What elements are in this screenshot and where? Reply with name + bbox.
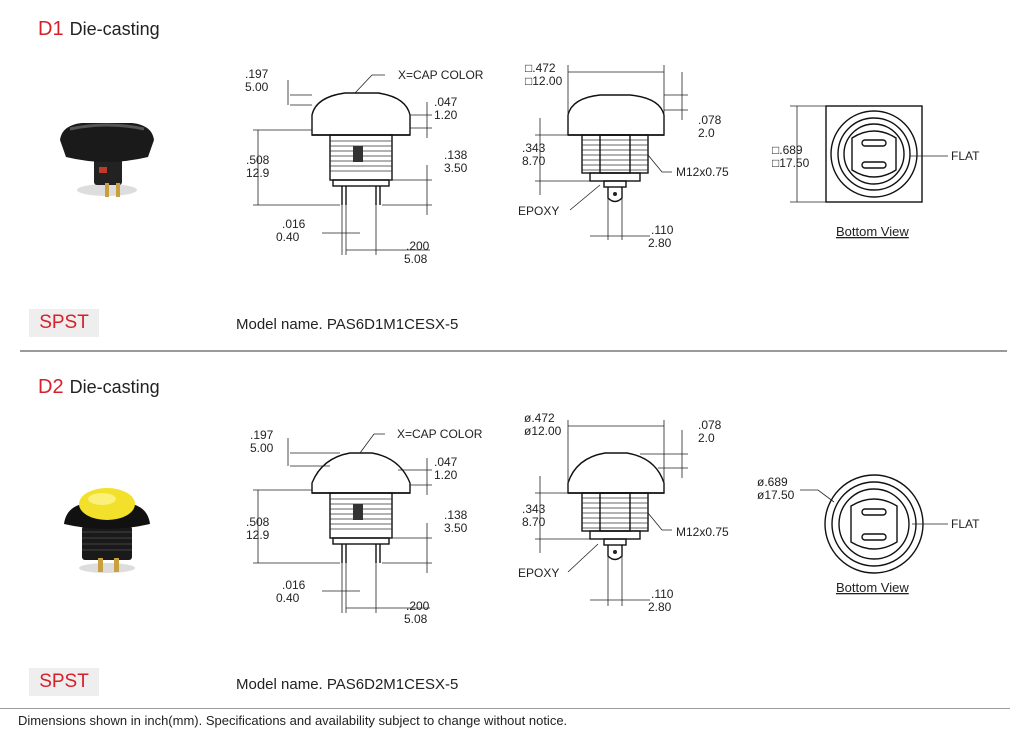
pitch-mm: 5.08 xyxy=(404,252,428,266)
pitch-mm: 5.08 xyxy=(404,612,428,626)
front-width-in: ø.472 xyxy=(524,411,555,425)
dimension-drawings-d2: .197 5.00 X=CAP COLOR .047 1.20 .508 12.… xyxy=(246,411,980,626)
pitch-in: .200 xyxy=(406,239,430,253)
thread-label: M12x0.75 xyxy=(676,165,729,179)
bottom-view xyxy=(790,105,948,203)
pitch-in: .200 xyxy=(406,599,430,613)
product-photo-d2 xyxy=(64,488,150,573)
epoxy-label: EPOXY xyxy=(518,566,559,580)
term-in: .138 xyxy=(444,508,468,522)
thread-label: M12x0.75 xyxy=(676,525,729,539)
front-top-in: .078 xyxy=(698,113,722,127)
side-height-in: .197 xyxy=(245,67,269,81)
circuit-badge: SPST xyxy=(29,668,99,696)
front-height-mm: 8.70 xyxy=(522,154,546,168)
front-width-mm: ø12.00 xyxy=(524,424,562,438)
front-width-in: □.472 xyxy=(525,61,556,75)
footer-note: Dimensions shown in inch(mm). Specificat… xyxy=(18,713,568,728)
pin-mm: 0.40 xyxy=(276,591,300,605)
section-name: Die-casting xyxy=(69,19,160,39)
section-code: D2 xyxy=(38,376,64,398)
section-divider xyxy=(20,350,1007,352)
cap-in: .047 xyxy=(434,455,458,469)
cap-in: .047 xyxy=(434,95,458,109)
bottom-view-caption: Bottom View xyxy=(836,580,909,595)
tab-mm: 2.80 xyxy=(648,600,672,614)
term-in: .138 xyxy=(444,148,468,162)
product-photo-d1 xyxy=(60,123,154,197)
cap-color-label: X=CAP COLOR xyxy=(398,68,484,82)
bottom-size-in: ø.689 xyxy=(757,475,788,489)
section-code: D1 xyxy=(38,18,64,40)
front-top-mm: 2.0 xyxy=(698,431,715,445)
body-in: .508 xyxy=(246,515,270,529)
epoxy-label: EPOXY xyxy=(518,204,559,218)
cap-mm: 1.20 xyxy=(434,468,458,482)
bottom-view xyxy=(800,474,948,574)
body-mm: 12.9 xyxy=(246,166,270,180)
side-height-in: .197 xyxy=(250,428,274,442)
bottom-size-mm: □17.50 xyxy=(772,156,810,170)
bottom-size-mm: ø17.50 xyxy=(757,488,795,502)
tab-in: .110 xyxy=(651,587,674,601)
footer-rule xyxy=(0,708,1010,709)
side-view xyxy=(253,433,432,613)
model-name: Model name. PAS6D1M1CESX-5 xyxy=(236,316,459,333)
front-height-in: .343 xyxy=(522,502,546,516)
body-mm: 12.9 xyxy=(246,528,270,542)
front-view xyxy=(535,65,688,240)
pin-in: .016 xyxy=(282,217,306,231)
bottom-size-in: □.689 xyxy=(772,143,803,157)
front-view xyxy=(535,420,688,606)
term-mm: 3.50 xyxy=(444,521,468,535)
front-height-mm: 8.70 xyxy=(522,515,546,529)
pin-mm: 0.40 xyxy=(276,230,300,244)
dimension-drawings-d1: .197 5.00 X=CAP COLOR .047 1.20 .508 12.… xyxy=(245,61,980,266)
side-view xyxy=(253,74,432,255)
term-mm: 3.50 xyxy=(444,161,468,175)
front-height-in: .343 xyxy=(522,141,546,155)
front-top-mm: 2.0 xyxy=(698,126,715,140)
cap-mm: 1.20 xyxy=(434,108,458,122)
bottom-view-caption: Bottom View xyxy=(836,224,909,239)
tab-mm: 2.80 xyxy=(648,236,672,250)
pin-in: .016 xyxy=(282,578,306,592)
side-height-mm: 5.00 xyxy=(245,80,269,94)
cap-color-label: X=CAP COLOR xyxy=(397,427,483,441)
front-top-in: .078 xyxy=(698,418,722,432)
flat-label: FLAT xyxy=(951,149,980,163)
front-width-mm: □12.00 xyxy=(525,74,563,88)
body-in: .508 xyxy=(246,153,270,167)
section-name: Die-casting xyxy=(69,377,160,397)
flat-label: FLAT xyxy=(951,517,980,531)
tab-in: .110 xyxy=(651,223,674,237)
side-height-mm: 5.00 xyxy=(250,441,274,455)
circuit-badge: SPST xyxy=(29,309,99,337)
model-name: Model name. PAS6D2M1CESX-5 xyxy=(236,676,459,693)
